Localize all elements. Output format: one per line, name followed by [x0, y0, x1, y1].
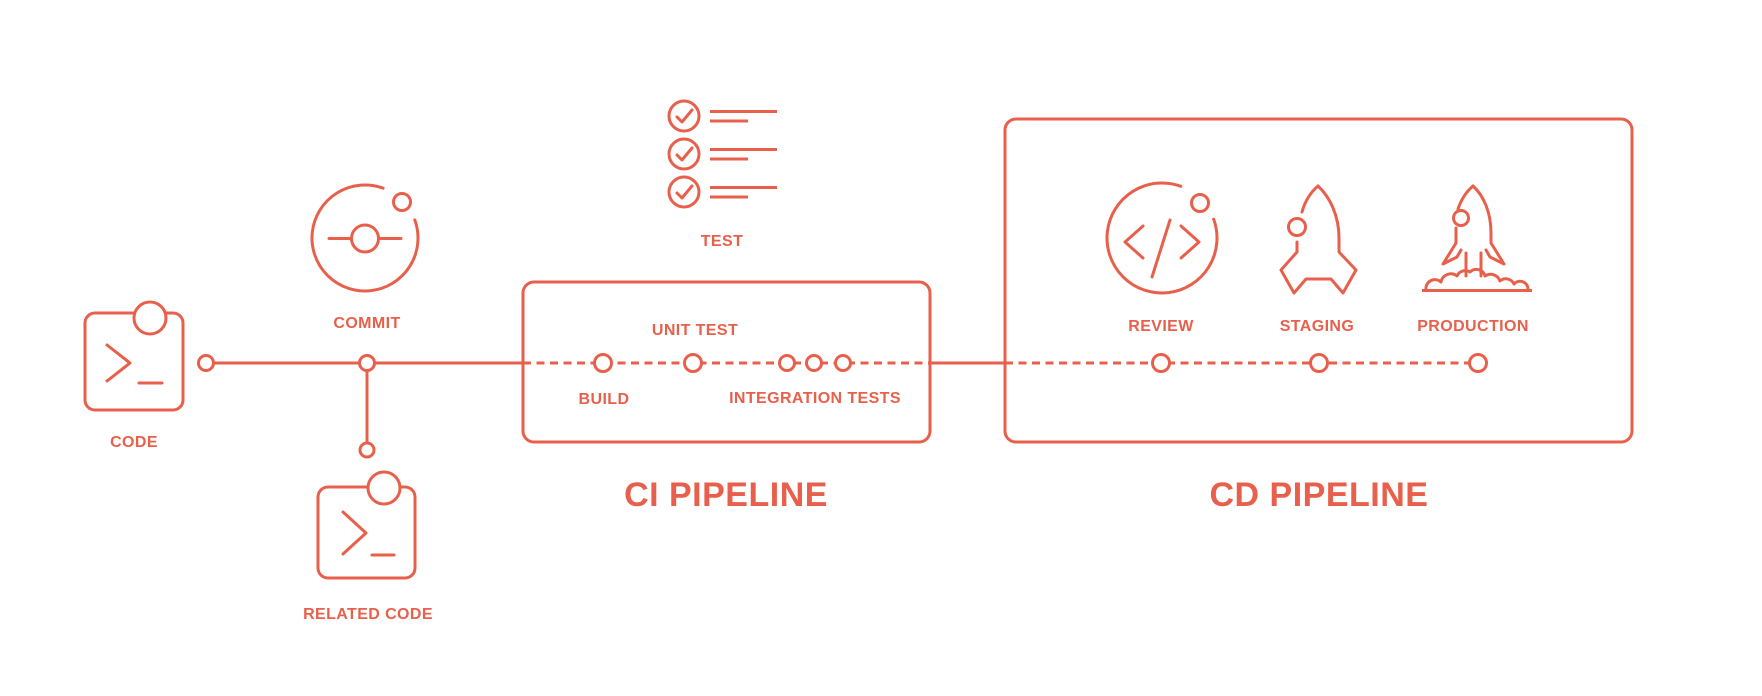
start-node	[197, 354, 215, 372]
commit-label: COMMIT	[333, 315, 400, 332]
cd-pipeline-title: CD PIPELINE	[1210, 476, 1429, 514]
cd-pipeline-box	[1003, 117, 1634, 444]
unit-test-label: UNIT TEST	[652, 322, 738, 339]
git-commit-icon	[310, 183, 420, 293]
build-node	[593, 353, 613, 373]
build-label: BUILD	[579, 391, 630, 408]
branch-end-node	[358, 441, 376, 459]
integration-node-1	[778, 354, 796, 372]
production-label: PRODUCTION	[1417, 318, 1529, 335]
code-review-icon	[1105, 181, 1219, 295]
review-node	[1151, 353, 1171, 373]
flow-nodes	[197, 353, 1488, 459]
review-label: REVIEW	[1128, 318, 1194, 335]
unit-test-node	[683, 353, 703, 373]
checklist-row-1	[667, 99, 777, 133]
production-node	[1468, 353, 1488, 373]
integration-node-3	[834, 354, 852, 372]
checklist-row-3	[667, 175, 777, 209]
ci-pipeline-title: CI PIPELINE	[624, 476, 828, 514]
checklist-icon	[667, 99, 777, 209]
checklist-row-2	[667, 137, 777, 171]
rocket-launch-icon	[1422, 184, 1532, 292]
staging-node	[1309, 353, 1329, 373]
staging-label: STAGING	[1280, 318, 1355, 335]
terminal-code-icon	[83, 300, 185, 412]
rocket-icon	[1279, 184, 1358, 295]
code-label: CODE	[110, 434, 158, 451]
related-code-icon	[316, 470, 417, 580]
related-code-label: RELATED CODE	[303, 606, 433, 623]
commit-junction-node	[358, 354, 376, 372]
test-label: TEST	[701, 233, 744, 250]
integration-tests-label: INTEGRATION TESTS	[729, 390, 901, 407]
integration-node-2	[805, 354, 823, 372]
